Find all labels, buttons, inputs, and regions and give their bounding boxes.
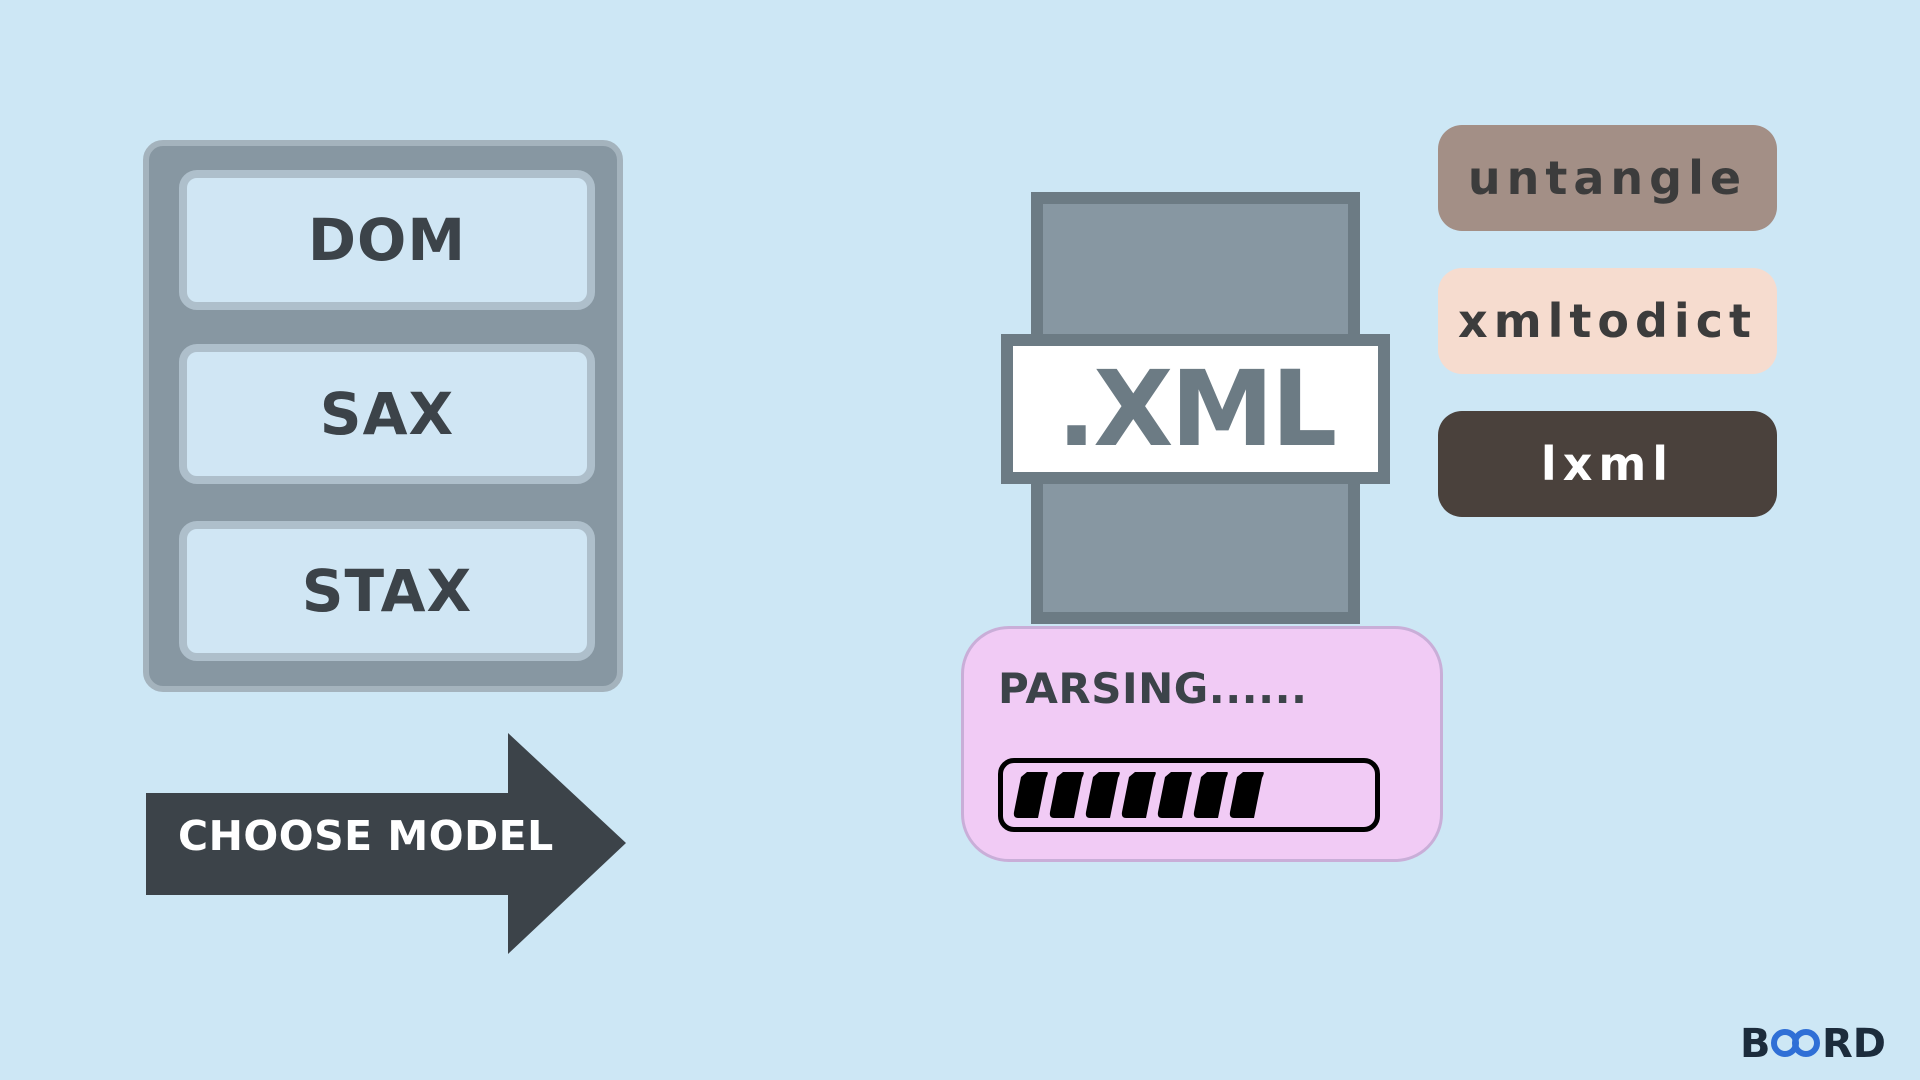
choose-model-label: CHOOSE MODEL	[178, 812, 554, 860]
progress-segment	[1049, 772, 1084, 818]
progress-segment	[1121, 772, 1156, 818]
progress-segment	[1085, 772, 1120, 818]
progress-bar-fill	[1013, 772, 1264, 818]
progress-segment	[1013, 772, 1048, 818]
progress-segment	[1157, 772, 1192, 818]
progress-segment	[1229, 772, 1264, 818]
progress-segment	[1193, 772, 1228, 818]
progress-bar	[998, 758, 1380, 832]
svg-text:B: B	[1740, 1021, 1771, 1065]
board-logo: B RD	[1740, 1021, 1886, 1065]
library-lxml-button[interactable]: lxml	[1438, 411, 1777, 517]
library-untangle-button[interactable]: untangle	[1438, 125, 1777, 231]
model-panel: DOM SAX STAX	[143, 140, 623, 692]
parsing-card	[961, 626, 1443, 862]
xml-file-label: .XML	[1001, 334, 1390, 484]
parsing-status-text: PARSING......	[998, 664, 1308, 713]
dom-model-button[interactable]: DOM	[179, 170, 595, 310]
svg-text:RD: RD	[1822, 1021, 1886, 1065]
sax-model-button[interactable]: SAX	[179, 344, 595, 484]
library-xmltodict-button[interactable]: xmltodict	[1438, 268, 1777, 374]
arrow-right-icon	[146, 733, 626, 954]
stax-model-button[interactable]: STAX	[179, 521, 595, 661]
